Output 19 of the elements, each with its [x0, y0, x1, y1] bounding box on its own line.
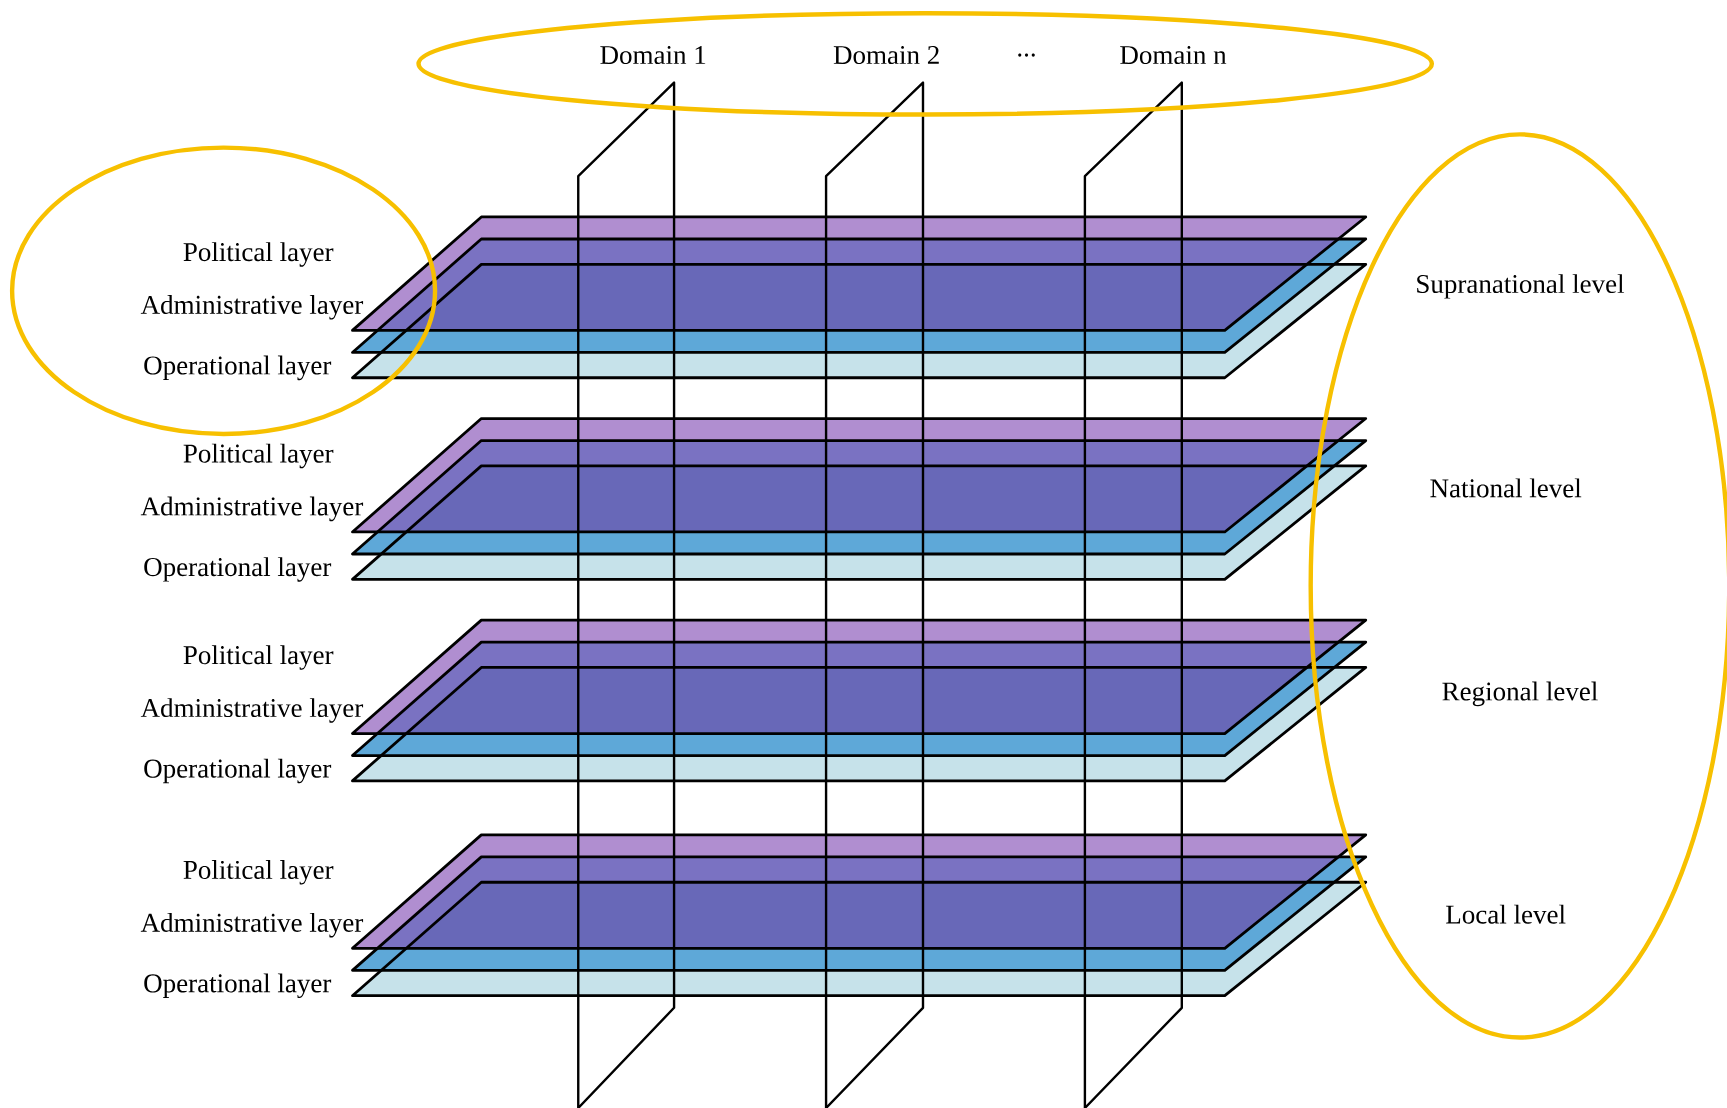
layer-label: Operational layer	[144, 758, 332, 784]
level-label: National level	[1430, 478, 1582, 498]
layer-label: Administrative layer	[140, 698, 364, 723]
layer-label: Political layer	[183, 860, 334, 885]
layer-label: Administrative layer	[140, 912, 364, 938]
layer-label: Administrative layer	[140, 496, 364, 522]
level-label: Local level	[1446, 904, 1566, 924]
level-label: Supranational level	[1417, 274, 1625, 299]
layer-label: Administrative layer	[140, 295, 364, 320]
domain-label: Domain 1	[600, 46, 706, 65]
layer-label: Political layer	[183, 645, 334, 670]
layer-label: Operational layer	[144, 355, 332, 381]
domain-label: Domain 2	[833, 46, 939, 65]
level-label: Regional level	[1442, 681, 1598, 707]
layer-label: Operational layer	[144, 557, 332, 582]
domain-label: ...	[1018, 53, 1035, 57]
layer-label: Political layer	[183, 242, 334, 267]
layer-label: Operational layer	[144, 973, 332, 999]
domain-label: Domain n	[1120, 46, 1227, 65]
